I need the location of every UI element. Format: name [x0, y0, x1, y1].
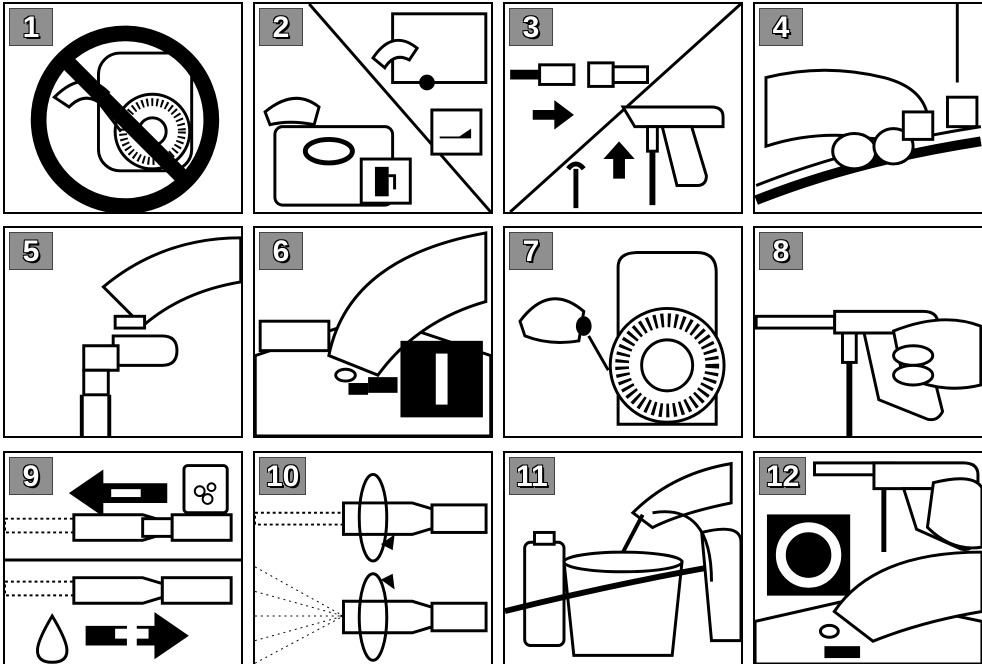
step-number: 1	[9, 8, 53, 46]
step-number: 11	[509, 457, 555, 495]
step-8-panel: 8	[753, 226, 982, 438]
step-number: 2	[259, 8, 303, 46]
step-11-panel: 11	[503, 451, 743, 664]
detergent-bottle-icon	[184, 466, 227, 513]
water-drop-icon	[37, 616, 66, 662]
step-number: 10	[259, 457, 306, 495]
step-number: 3	[509, 8, 553, 46]
step-12-panel: 12	[753, 451, 982, 664]
oil-can-icon	[432, 110, 481, 154]
step-number: 5	[9, 232, 53, 270]
step-7-panel: 7	[503, 226, 743, 438]
wrench-icon	[568, 164, 584, 208]
step-10-panel: 10	[253, 451, 493, 664]
step-4-panel: 4	[753, 2, 982, 214]
step-number: 8	[759, 232, 803, 270]
step-6-panel: 6	[253, 226, 493, 438]
step-number: 4	[759, 8, 803, 46]
step-5-panel: 5	[3, 226, 243, 438]
step-2-panel: 2	[253, 2, 493, 214]
step-number: 9	[9, 457, 53, 495]
switch-on-icon	[400, 341, 482, 418]
step-number: 7	[509, 232, 553, 270]
switch-off-icon	[767, 514, 850, 595]
fuel-pump-icon	[361, 159, 410, 203]
step-number: 12	[759, 457, 806, 495]
step-3-panel: 3	[503, 2, 743, 214]
arrow-up-icon	[603, 141, 634, 178]
step-number: 6	[259, 232, 303, 270]
arrow-right-icon	[533, 100, 574, 129]
step-9-panel: 9	[3, 451, 243, 664]
step-1-panel: 1	[3, 2, 243, 214]
